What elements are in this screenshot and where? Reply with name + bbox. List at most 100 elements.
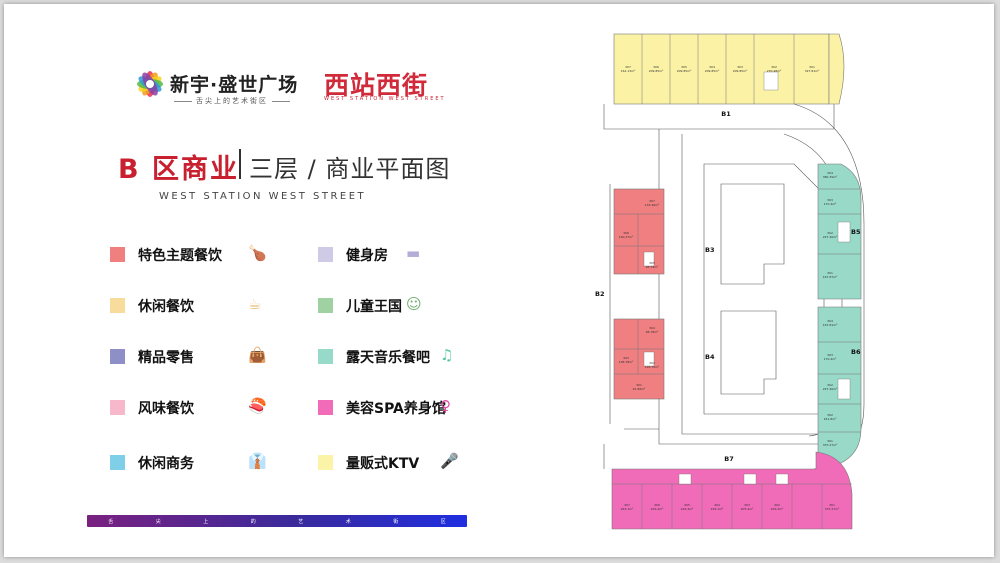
brand-name-secondary-english: WEST STATION WEST STREET bbox=[324, 96, 446, 102]
block-b2 bbox=[613, 188, 665, 400]
unit-area: 227.40m² bbox=[823, 235, 838, 239]
legend-swatch bbox=[110, 298, 125, 313]
legend-label: 露天音乐餐吧 bbox=[346, 350, 430, 366]
sushi-icon: 🍣 bbox=[248, 397, 267, 415]
legend-swatch bbox=[318, 247, 333, 262]
unit-area: 270.48m² bbox=[767, 69, 782, 73]
unit-area: 226.4m² bbox=[771, 507, 785, 511]
unit-id: 301 bbox=[829, 503, 835, 507]
zone-label-b1: B1 bbox=[721, 110, 731, 118]
title-divider bbox=[239, 149, 241, 179]
bottom-slogan-char: 尖 bbox=[155, 518, 161, 525]
unit-id: 304 bbox=[649, 326, 655, 330]
unit-area: 161.8m² bbox=[824, 417, 838, 421]
legend-swatch bbox=[110, 400, 125, 415]
unit-area: 98.78m² bbox=[646, 330, 660, 334]
block-b1 bbox=[613, 33, 845, 105]
unit-id: 301 bbox=[827, 439, 833, 443]
unit-id: 302 bbox=[649, 361, 655, 365]
necktie-icon: 👔 bbox=[248, 452, 267, 470]
unit-area: 227.40m² bbox=[823, 387, 838, 391]
legend-label: 精品零售 bbox=[138, 350, 194, 366]
unit-id: 302 bbox=[774, 503, 780, 507]
unit-id: 306 bbox=[653, 65, 659, 69]
unit-id: 307 bbox=[625, 65, 631, 69]
legend-label: 美容SPA养身馆 bbox=[346, 401, 446, 417]
unit-id: 305 bbox=[684, 503, 690, 507]
unit-area: 167.87m² bbox=[823, 275, 838, 279]
bottom-slogan-chars: 舌尖上的艺术街区 bbox=[87, 515, 467, 527]
unit-area: 226.4m² bbox=[681, 507, 695, 511]
unit-id: 301 bbox=[809, 65, 815, 69]
block-b5-b6 bbox=[817, 163, 862, 465]
music-note-icon: ♫ bbox=[440, 346, 454, 364]
zone-title: B 区商业 bbox=[118, 154, 239, 185]
bottom-slogan-char: 术 bbox=[345, 518, 351, 525]
unit-id: 303 bbox=[737, 65, 743, 69]
unit-area: 209.85m² bbox=[705, 69, 720, 73]
legend-label: 特色主题餐饮 bbox=[138, 248, 222, 264]
unit-id: 305 bbox=[681, 65, 687, 69]
unit-id: 307 bbox=[649, 199, 655, 203]
legend-swatch bbox=[110, 349, 125, 364]
bottom-slogan-char: 街 bbox=[393, 518, 399, 525]
unit-id: 302 bbox=[827, 231, 833, 235]
unit-id: 302 bbox=[771, 65, 777, 69]
legend-label: 量贩式KTV bbox=[346, 456, 420, 472]
unit-area: 226.4m² bbox=[651, 507, 665, 511]
unit-id: 302 bbox=[827, 383, 833, 387]
legend-swatch bbox=[110, 455, 125, 470]
unit-id: 304 bbox=[714, 503, 720, 507]
unit-area: 91.86m² bbox=[633, 387, 647, 391]
unit-id: 303 bbox=[623, 356, 629, 360]
bottom-slogan-char: 的 bbox=[250, 518, 256, 525]
unit-area: 380.39m² bbox=[823, 175, 838, 179]
unit-id: 303 bbox=[744, 503, 750, 507]
slide-canvas: 新宇·盛世广场 舌尖上的艺术街区 西站西街 WEST STATION WEST … bbox=[4, 4, 994, 557]
floor-plan-svg: B1 B2 B3 B4 B5 B6 B7 307161.13m²306209.8… bbox=[595, 33, 865, 530]
unit-id: 307 bbox=[624, 503, 630, 507]
unit-area: 170.4m² bbox=[824, 202, 838, 206]
bottom-slogan-char: 区 bbox=[440, 518, 446, 525]
unit-area: 337.27m² bbox=[823, 443, 838, 447]
handbag-icon: 👜 bbox=[248, 346, 267, 364]
unit-area: 98.78m² bbox=[646, 265, 660, 269]
coffee-cup-icon: ☕ bbox=[248, 295, 262, 313]
legend-swatch bbox=[318, 349, 333, 364]
zone-label-b3: B3 bbox=[705, 246, 714, 254]
legend-label: 休闲餐饮 bbox=[138, 299, 194, 315]
unit-area: 205.4m² bbox=[741, 507, 755, 511]
unit-id: 306 bbox=[623, 231, 629, 235]
unit-id: 304 bbox=[827, 319, 833, 323]
zone-label-b5: B5 bbox=[851, 228, 861, 236]
unit-id: 304 bbox=[709, 65, 715, 69]
unit-id: 304 bbox=[827, 171, 833, 175]
legend-label: 健身房 bbox=[346, 248, 388, 264]
unit-area: 263.1m² bbox=[621, 507, 635, 511]
bottom-slogan-char: 舌 bbox=[108, 518, 114, 525]
unit-id: 301 bbox=[827, 271, 833, 275]
zone-label-b2: B2 bbox=[595, 290, 604, 298]
brand-name-secondary: 西站西街 bbox=[324, 71, 429, 100]
unit-area: 226.1m² bbox=[711, 507, 725, 511]
unit-id: 303 bbox=[827, 198, 833, 202]
dumbbell-icon: ▬ bbox=[406, 244, 421, 262]
legend-label: 儿童王国 bbox=[346, 299, 402, 315]
floor-title: 三层 / 商业平面图 bbox=[249, 155, 451, 183]
unit-id: 305 bbox=[649, 261, 655, 265]
unit-area: 126.70m² bbox=[645, 365, 660, 369]
unit-area: 167.81m² bbox=[823, 323, 838, 327]
unit-area: 161.13m² bbox=[621, 69, 636, 73]
roast-chicken-icon: 🍗 bbox=[248, 244, 267, 262]
block-b7 bbox=[611, 451, 853, 530]
unit-area: 140.27m² bbox=[619, 235, 634, 239]
brand-slogan: 舌尖上的艺术街区 bbox=[170, 96, 294, 106]
legend-label: 风味餐饮 bbox=[138, 401, 194, 417]
legend-swatch bbox=[318, 400, 333, 415]
bottom-slogan-char: 艺 bbox=[298, 518, 304, 525]
unit-area: 170.4m² bbox=[824, 357, 838, 361]
microphone-icon: 🎤 bbox=[440, 452, 459, 470]
title-english: WEST STATION WEST STREET bbox=[159, 191, 367, 202]
unit-id: 301 bbox=[636, 383, 642, 387]
